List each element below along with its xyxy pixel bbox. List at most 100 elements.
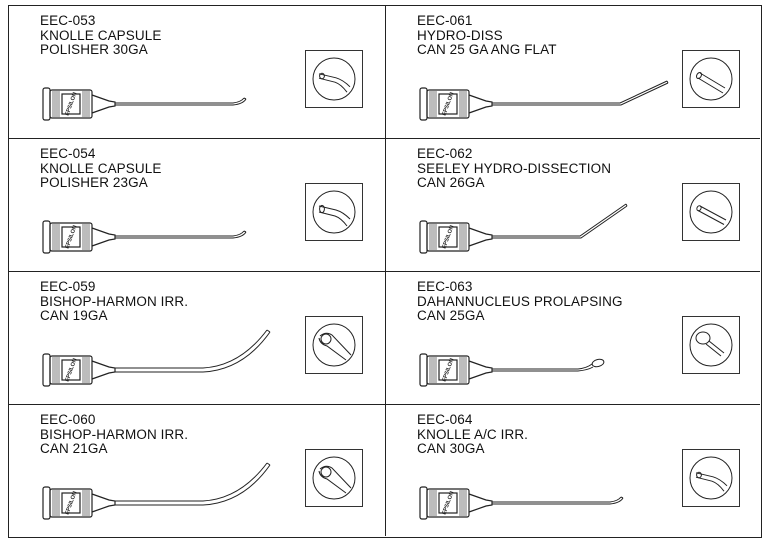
product-code: EEC-054: [40, 146, 96, 161]
product-name-line: CAN 19GA: [40, 308, 108, 323]
tip-detail-icon: [312, 323, 356, 367]
hub-taper: [91, 94, 116, 114]
tip-detail-icon: [689, 57, 733, 101]
product-name-line: CAN 26GA: [417, 175, 485, 190]
shaft-line: [492, 80, 668, 104]
shaft-tip: [620, 496, 624, 499]
product-label: EEC-062 SEELEY HYDRO-DISSECTION CAN 26GA: [417, 146, 612, 191]
tip-detail-icon: [689, 323, 733, 367]
hub-flange: [419, 87, 428, 121]
hub-brand-label: EPSILON: [64, 92, 78, 117]
hub-taper: [91, 493, 116, 513]
detail-shaft: [318, 211, 348, 227]
hub-flange: [42, 486, 51, 520]
product-label: EEC-053 KNOLLE CAPSULE POLISHER 30GA: [40, 13, 161, 58]
hub-body: [49, 355, 93, 385]
product-name-line: POLISHER 23GA: [40, 175, 148, 190]
cannula-hub: EPSILON: [419, 87, 493, 121]
product-cell: EEC-060 BISHOP-HARMON IRR. CAN 21GA EPSI…: [9, 405, 386, 536]
tip-detail-box: [305, 183, 363, 241]
product-catalog-grid: EEC-053 KNOLLE CAPSULE POLISHER 30GA EPS…: [8, 5, 762, 538]
detail-port: [696, 72, 702, 79]
hub-brand-label: EPSILON: [441, 358, 455, 383]
hub-body: [49, 89, 93, 119]
shaft-line: [492, 363, 593, 370]
detail-port: [696, 471, 702, 479]
detail-shaft: [697, 77, 724, 94]
hub-body: [426, 89, 470, 119]
tip-detail-box: [305, 50, 363, 108]
product-code: EEC-053: [40, 13, 96, 28]
shaft-line: [115, 329, 268, 369]
detail-circle: [689, 57, 733, 101]
detail-spoon: [695, 331, 711, 345]
tip-detail-drawing: [689, 57, 733, 101]
product-cell: EEC-064 KNOLLE A/C IRR. CAN 30GA EPSILON: [386, 405, 760, 536]
tip-detail-icon: [312, 57, 356, 101]
hub-label-window: [61, 226, 81, 248]
tip-detail-box: [305, 449, 363, 507]
detail-circle: [689, 323, 733, 367]
cannula-hub: EPSILON: [42, 353, 116, 387]
hub-taper: [91, 360, 116, 380]
tip-detail-icon: [689, 190, 733, 234]
hub-label-window: [438, 93, 458, 115]
cannula-shaft: [492, 358, 605, 372]
hub-label-window: [438, 359, 458, 381]
detail-shaft: [695, 472, 728, 487]
cannula-drawing: EPSILON: [419, 353, 605, 387]
detail-port: [320, 333, 332, 345]
tip-detail-drawing: [689, 190, 733, 234]
cannula-hub: EPSILON: [42, 486, 116, 520]
cannula-shaft: [492, 203, 628, 239]
product-code: EEC-059: [40, 279, 96, 294]
hub-body: [49, 488, 93, 518]
cannula-drawing: EPSILON: [42, 329, 271, 387]
product-label: EEC-059 BISHOP-HARMON IRR. CAN 19GA: [40, 279, 188, 324]
detail-port: [319, 72, 325, 80]
shaft-line: [115, 231, 247, 239]
product-code: EEC-062: [417, 146, 473, 161]
hub-taper: [468, 227, 493, 247]
hub-body: [426, 222, 470, 252]
cannula-drawing: EPSILON: [42, 87, 247, 121]
hub-flange: [42, 353, 51, 387]
shaft-tip: [666, 80, 669, 84]
shaft-tip: [625, 203, 628, 207]
cannula-drawing: EPSILON: [42, 462, 271, 520]
hub-brand-label: EPSILON: [64, 358, 78, 383]
product-name-line: CAN 30GA: [417, 441, 485, 456]
detail-shaft: [318, 337, 347, 361]
shaft-tip: [266, 462, 271, 466]
product-cell: EEC-059 BISHOP-HARMON IRR. CAN 19GA EPSI…: [9, 272, 386, 405]
detail-shaft: [697, 210, 725, 225]
product-label: EEC-061 HYDRO-DISS CAN 25 GA ANG FLAT: [417, 13, 557, 58]
product-cell: EEC-062 SEELEY HYDRO-DISSECTION CAN 26GA…: [386, 139, 760, 272]
shaft-line: [492, 203, 627, 237]
cannula-shaft: [492, 80, 669, 106]
product-label: EEC-060 BISHOP-HARMON IRR. CAN 21GA: [40, 412, 189, 457]
detail-shaft: [318, 205, 351, 220]
tip-detail-drawing: [312, 323, 356, 367]
product-code: EEC-063: [417, 279, 473, 294]
hub-flange: [419, 486, 428, 520]
cannula-drawing: EPSILON: [419, 80, 669, 121]
detail-shaft: [699, 72, 726, 89]
product-label: EEC-063 DAHANNUCLEUS PROLAPSING CAN 25GA: [417, 279, 623, 324]
product-cell: EEC-061 HYDRO-DISS CAN 25 GA ANG FLAT EP…: [386, 6, 760, 139]
shaft-spoon-tip: [591, 358, 605, 368]
detail-circle: [312, 323, 356, 367]
shaft-line: [115, 97, 245, 104]
product-name-line: CAN 21GA: [40, 441, 108, 456]
detail-shaft: [699, 205, 727, 221]
hub-brand-label: EPSILON: [441, 491, 455, 516]
cannula-shaft: [115, 329, 271, 373]
product-name-line: SEELEY HYDRO-DISSECTION: [417, 160, 612, 176]
detail-port: [319, 204, 325, 214]
product-code: EEC-061: [417, 13, 473, 28]
product-name-line: BISHOP-HARMON IRR.: [40, 426, 189, 442]
detail-shaft: [319, 332, 352, 356]
cannula-shaft: [492, 496, 624, 505]
detail-circle: [312, 57, 356, 101]
product-name-line: CAN 25 GA ANG FLAT: [417, 42, 557, 57]
